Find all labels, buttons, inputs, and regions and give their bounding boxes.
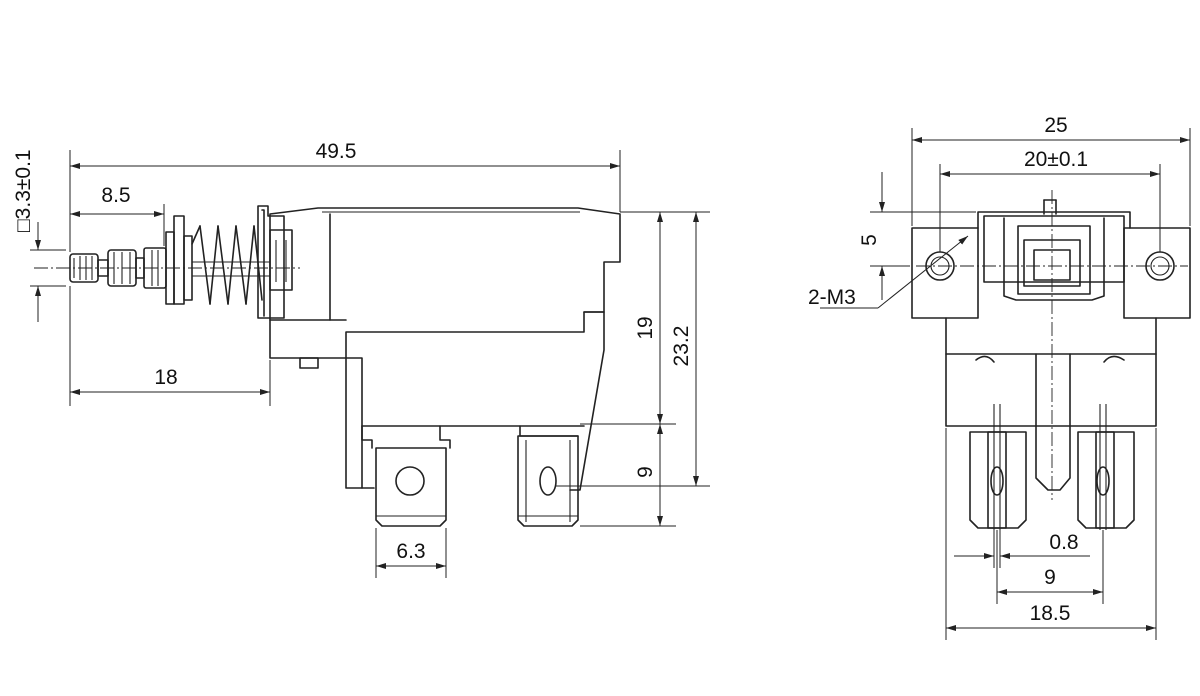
dim-hole-height: 5 <box>858 172 976 300</box>
dim-terminal-width-label: 6.3 <box>396 540 425 563</box>
front-terminal-right <box>1077 404 1135 530</box>
dim-body-height: 19 <box>580 211 676 425</box>
dim-body-width: 18.5 <box>945 428 1157 640</box>
dim-overall-length-label: 49.5 <box>316 140 357 163</box>
dim-terminal-pitch-label: 9 <box>1044 566 1056 589</box>
front-terminal-left <box>969 404 1027 530</box>
dim-hole-spacing: 20±0.1 <box>939 148 1161 252</box>
dim-total-height-label: 23.2 <box>670 326 693 367</box>
dim-hole-height-label: 5 <box>858 234 881 246</box>
hole-callout-label: 2-M3 <box>808 286 856 309</box>
dim-overall-width: 25 <box>911 114 1191 226</box>
dim-plunger-length: 8.5 <box>70 184 165 246</box>
dim-terminal-height-label: 9 <box>634 466 657 478</box>
mount-flange-right <box>1123 227 1191 319</box>
dim-mount-offset: 18 <box>69 286 271 406</box>
terminal-left <box>375 447 447 527</box>
hole-callout: 2-M3 <box>808 235 969 309</box>
dim-body-height-label: 19 <box>634 316 657 339</box>
dim-terminal-pitch: 9 <box>996 530 1104 604</box>
dim-total-height: 23.2 <box>556 211 710 487</box>
spring <box>191 225 270 305</box>
dim-plunger-square: □3.3±0.1 <box>12 149 66 322</box>
front-housing <box>945 199 1157 491</box>
switch-housing <box>269 207 621 491</box>
dim-terminal-thickness-label: 0.8 <box>1049 531 1078 554</box>
dim-terminal-width: 6.3 <box>375 528 447 578</box>
dim-body-width-label: 18.5 <box>1030 602 1071 625</box>
dim-plunger-length-label: 8.5 <box>101 184 130 207</box>
dim-overall-width-label: 25 <box>1044 114 1067 137</box>
front-view: 25 20±0.1 5 2-M3 <box>808 114 1191 640</box>
side-view: 49.5 8.5 18 □3.3±0.1 6.3 <box>12 140 710 578</box>
dim-mount-offset-label: 18 <box>154 366 177 389</box>
dim-terminal-thickness: 0.8 <box>954 530 1090 568</box>
dim-overall-length: 49.5 <box>69 140 621 252</box>
terminal-right <box>517 435 579 527</box>
dim-hole-spacing-label: 20±0.1 <box>1024 148 1088 171</box>
front-flange <box>165 215 193 305</box>
dim-plunger-square-label: □3.3±0.1 <box>12 149 35 232</box>
dim-terminal-height: 9 <box>580 424 676 527</box>
